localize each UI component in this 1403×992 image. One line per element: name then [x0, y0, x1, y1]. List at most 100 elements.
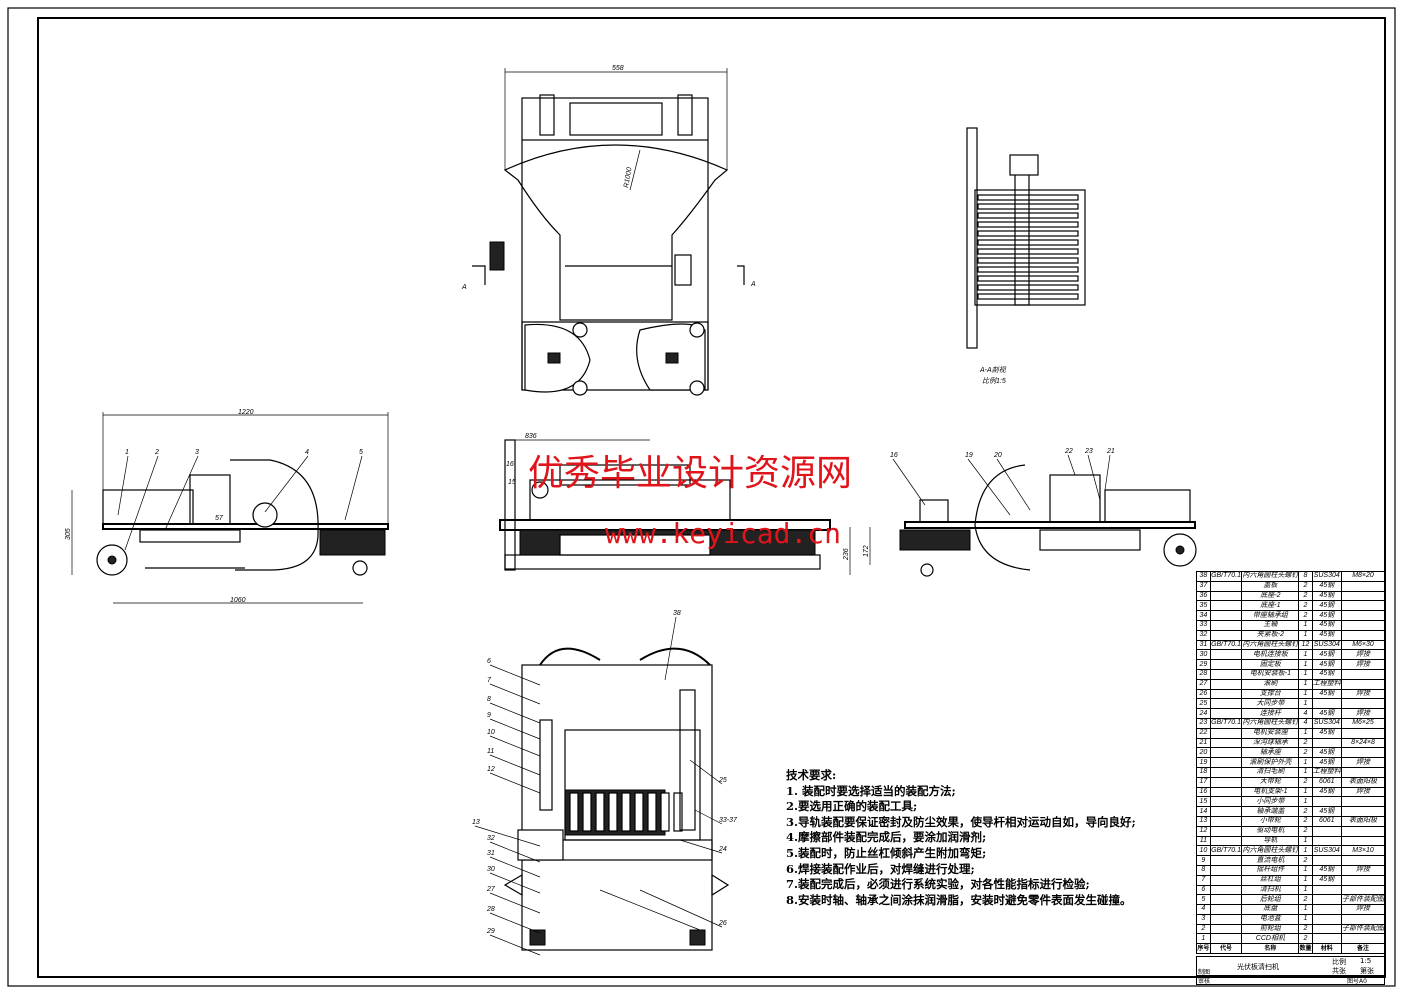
bom-cell: 摇杆组件: [1241, 864, 1300, 876]
brush-fin: [977, 293, 1079, 300]
bom-cell: 23: [1196, 717, 1211, 729]
balloon-label: 7: [487, 677, 492, 684]
bom-cell: 12: [1298, 639, 1313, 651]
bom-cell: [1340, 668, 1386, 680]
brush-fin: [977, 248, 1079, 255]
section-mark-left: A: [461, 284, 467, 291]
balloon-label: 2: [154, 449, 159, 456]
tech-req-title: 技术要求:: [786, 768, 837, 782]
dim-172: 172: [863, 545, 870, 557]
tech-req-item: 5.装配时，防止丝杠倾斜产生附加弯矩;: [786, 845, 987, 860]
bom-cell: 45钢: [1311, 874, 1342, 886]
bom-cell: 45钢: [1311, 649, 1342, 661]
bom-cell: [1209, 619, 1243, 631]
brush-bristle: [582, 792, 592, 832]
bom-cell: 45钢: [1311, 610, 1342, 621]
bom-cell: 1: [1298, 796, 1313, 808]
bom-cell: [1311, 913, 1342, 925]
bom-cell: [1340, 590, 1386, 602]
bom-cell: 14: [1196, 806, 1211, 817]
leader-line: [164, 455, 199, 531]
sheets-total: 共张: [1332, 967, 1346, 975]
sheet-number: 第张: [1360, 967, 1374, 975]
bom-cell: [1209, 904, 1243, 915]
bom-cell: 7: [1196, 874, 1211, 886]
leader-line: [679, 839, 723, 854]
bom-cell: 清扫机: [1241, 884, 1300, 896]
bom-cell: [1311, 855, 1342, 866]
bom-cell: [1340, 884, 1386, 896]
bom-cell: [1209, 835, 1243, 847]
tech-req-item: 7.装配完成后，必须进行系统实验，对各性能指标进行检验;: [786, 877, 1090, 892]
bom-cell: GB/T70.1: [1209, 845, 1243, 857]
bom-cell: 工程塑料: [1311, 766, 1342, 778]
tech-req-item: 8.安装时轴、轴承之间涂抹润滑脂，安装时避免零件表面发生碰撞。: [786, 892, 1132, 907]
brush-bristle: [634, 792, 644, 832]
bom-cell: 34: [1196, 610, 1211, 621]
bom-cell: 支撑台: [1241, 688, 1300, 700]
bom-cell: 焊接: [1340, 649, 1386, 661]
brush-fin: [977, 221, 1079, 228]
bom-cell: [1209, 727, 1243, 739]
balloon-label: 22: [1064, 448, 1073, 455]
bom-cell: 32: [1196, 629, 1211, 641]
brush-bristle: [621, 792, 631, 832]
bom-cell: 45钢: [1311, 806, 1342, 817]
leader-line: [489, 934, 541, 956]
bom-cell: 2: [1298, 806, 1313, 817]
brush-fin: [977, 212, 1079, 219]
front-view: 836 16 15: [499, 433, 831, 571]
bom-cell: 1: [1298, 698, 1313, 710]
balloon-label: 9: [487, 712, 491, 719]
section-view: A-A剖视 比例1:5: [966, 127, 1086, 385]
top-view: 558 R1000 A A: [461, 65, 756, 396]
bom-cell: 27: [1196, 678, 1211, 690]
dim-236: 236: [843, 548, 850, 561]
bom-cell: [1209, 659, 1243, 670]
bom-cell: M8×20: [1340, 571, 1386, 582]
balloon-label: 10: [487, 729, 495, 736]
bom-cell: [1209, 923, 1243, 935]
bom-cell: 电机连接板: [1241, 649, 1300, 661]
bom-cell: 19: [1196, 757, 1211, 768]
bom-cell: 2: [1298, 776, 1313, 788]
bom-cell: [1209, 815, 1243, 827]
bom-cell: M3×10: [1340, 845, 1386, 857]
bom-cell: [1340, 678, 1386, 690]
bom-cell: 25: [1196, 698, 1211, 710]
bom-cell: [1340, 610, 1386, 621]
bom-cell: 6061: [1311, 776, 1342, 788]
bom-cell: 21: [1196, 737, 1211, 749]
brush-fin: [977, 284, 1079, 291]
leader-line: [1087, 454, 1101, 501]
bom-cell: [1311, 923, 1342, 935]
leader-line: [474, 825, 541, 847]
section-scale: 比例1:5: [982, 377, 1006, 385]
bom-cell: 35: [1196, 600, 1211, 612]
balloon-label: 25: [718, 777, 727, 784]
bom-cell: 2: [1298, 610, 1313, 621]
bom-cell: 45钢: [1311, 580, 1342, 592]
leader-line: [639, 889, 723, 928]
bom-cell: 4: [1298, 708, 1313, 719]
bom-cell: 夹紧板-2: [1241, 629, 1300, 641]
bom-cell: 2: [1298, 855, 1313, 866]
bom-header-cell: 名称: [1241, 943, 1300, 955]
bom-cell: [1209, 776, 1243, 788]
bom-cell: [1340, 766, 1386, 778]
bom-cell: 45钢: [1311, 590, 1342, 602]
